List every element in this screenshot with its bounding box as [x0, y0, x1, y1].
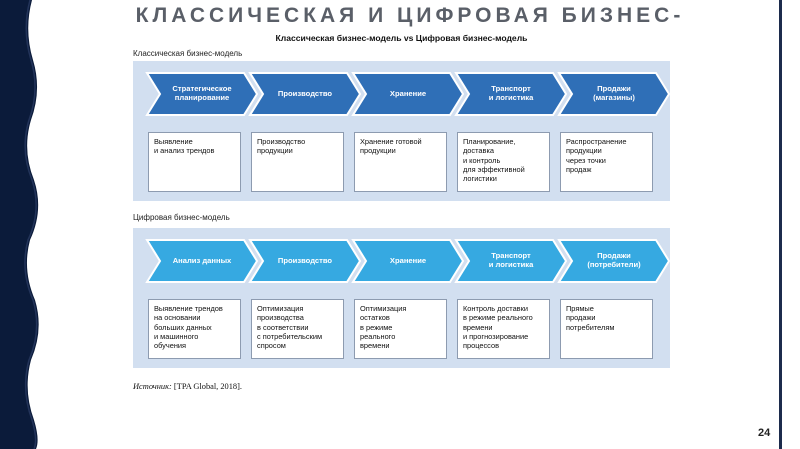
digital-stage-arrow-3 [351, 239, 465, 283]
digital-stage-label-1: Анализ данных [172, 255, 232, 265]
classic-stage-description-1: Выявление и анализ трендов [148, 132, 241, 192]
source-label: Источник: [133, 382, 172, 391]
business-model-figure: Классическая бизнес-модель vs Цифровая б… [125, 27, 678, 398]
source-value: [TPA Global, 2018]. [173, 382, 243, 391]
digital-chevron-pipeline [145, 239, 670, 283]
slide-title: КЛАССИЧЕСКАЯ И ЦИФРОВАЯ БИЗНЕС- [135, 4, 685, 27]
slide-page-number: 24 [758, 427, 771, 439]
digital-stage-arrow-1 [145, 239, 259, 283]
classic-stage-label-4: Транспорт и логистика [488, 84, 534, 102]
digital-stage-label-3: Хранение [389, 255, 427, 265]
digital-stage-description-4: Контроль доставки в режиме реального вре… [457, 299, 550, 359]
classic-stage-label-1: Стратегическое планирование [172, 84, 232, 102]
classic-stage-description-3: Хранение готовой продукции [354, 132, 447, 192]
classic-stage-label-3: Хранение [389, 88, 427, 98]
classic-section-label: Классическая бизнес-модель [133, 49, 243, 58]
digital-section-label: Цифровая бизнес-модель [133, 213, 230, 222]
classic-stage-label-2: Производство [277, 88, 333, 98]
classic-chevron-pipeline [145, 72, 670, 116]
wave-edge-decoration [24, 0, 48, 449]
right-edge-rule [779, 0, 782, 449]
digital-stage-label-2: Производство [277, 255, 333, 265]
classic-stage-arrow-1 [145, 72, 259, 116]
figure-source: Источник: [TPA Global, 2018]. [133, 382, 242, 391]
digital-stage-arrow-4 [454, 239, 568, 283]
digital-stage-label-4: Транспорт и логистика [488, 251, 534, 269]
figure-title: Классическая бизнес-модель vs Цифровая б… [275, 33, 528, 43]
digital-stage-label-5: Продажи (потребители) [587, 251, 641, 269]
classic-stage-description-5: Распространение продукции через точки пр… [560, 132, 653, 192]
digital-stage-description-2: Оптимизация производства в соответствии … [251, 299, 344, 359]
classic-stage-arrow-5 [557, 72, 670, 116]
classic-stage-description-2: Производство продукции [251, 132, 344, 192]
digital-stage-description-1: Выявление трендов на основании больших д… [148, 299, 241, 359]
digital-stage-arrow-5 [557, 239, 670, 283]
classic-stage-description-4: Планирование, доставка и контроль для эф… [457, 132, 550, 192]
left-decorative-band [0, 0, 48, 449]
digital-stage-arrow-2 [248, 239, 362, 283]
digital-stage-description-5: Прямые продажи потребителям [560, 299, 653, 359]
digital-stage-description-3: Оптимизация остатков в режиме реального … [354, 299, 447, 359]
classic-stage-arrow-4 [454, 72, 568, 116]
classic-stage-label-5: Продажи (магазины) [593, 84, 635, 102]
classic-stage-arrow-3 [351, 72, 465, 116]
classic-stage-arrow-2 [248, 72, 362, 116]
